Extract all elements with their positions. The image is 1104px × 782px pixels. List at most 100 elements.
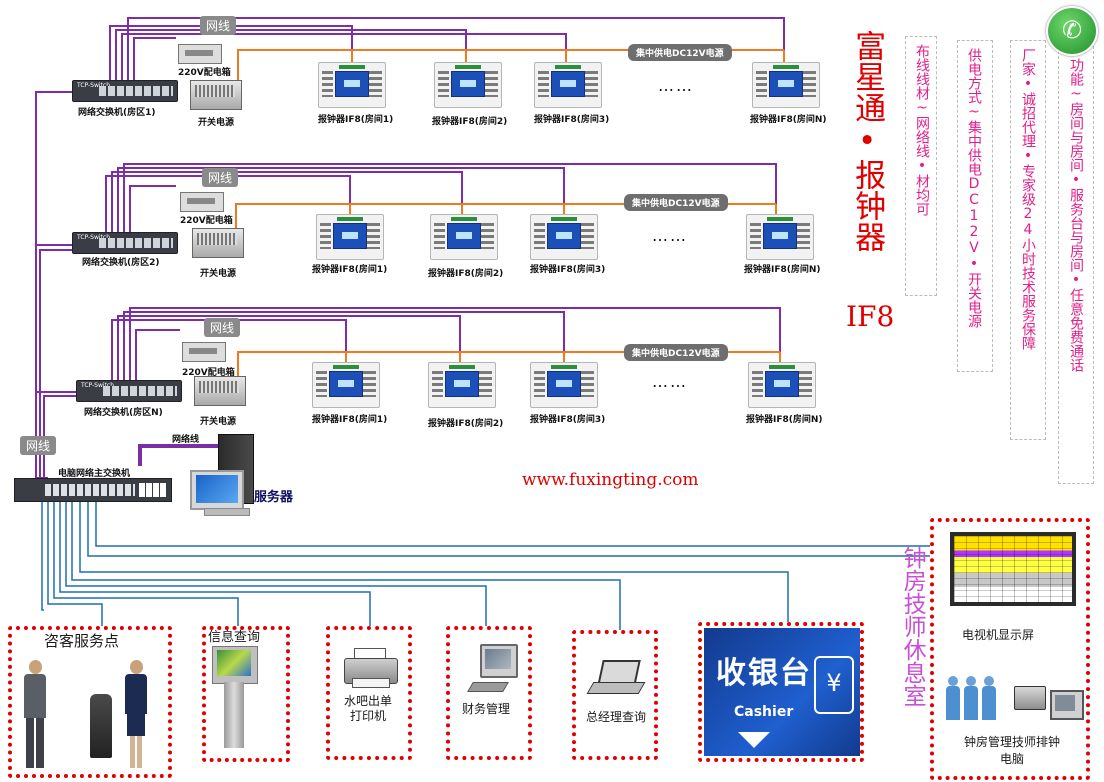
zone-3-device-3-label: 报钟器IF8(房间3) [530, 415, 606, 425]
zone-2-device-1-label: 报钟器IF8(房间1) [312, 265, 388, 275]
zone-1-dc-label: 集中供电DC12V电源 [628, 44, 732, 61]
zone-1-device-n [752, 62, 820, 108]
main-switch [14, 478, 172, 502]
zone-3-device-1-label: 报钟器IF8(房间1) [312, 415, 388, 425]
scheduler-monitor-icon [1050, 690, 1084, 720]
zone-1-device-1 [318, 62, 386, 108]
zone-2-device-n-label: 报钟器IF8(房间N) [744, 265, 821, 275]
panel-wiring [905, 36, 937, 296]
receptionist-figure [122, 660, 150, 772]
zone-1-device-1-label: 报钟器IF8(房间1) [318, 115, 394, 125]
website-url[interactable]: www.fuxingting.com [522, 470, 699, 490]
zone-2-psu-label: 开关电源 [200, 269, 237, 279]
businessman-figure [22, 660, 48, 772]
panel-vendor-text: 厂家•诚招代理•专家级24小时技术服务保障 [1020, 48, 1036, 350]
tv-screen [950, 532, 1076, 606]
cashier-arrow-icon [738, 732, 770, 748]
zone-3-device-n-label: 报钟器IF8(房间N) [746, 415, 823, 425]
panel-wiring-text: 布线线材~网络线•材均可 [914, 44, 930, 216]
manager-label: 总经理查询 [586, 710, 647, 724]
zone-2-device-2 [430, 214, 498, 260]
zone-1-device-n-label: 报钟器IF8(房间N) [750, 115, 827, 125]
zone-3-net-tag: 网线 [204, 318, 241, 337]
zone-2-device-n [746, 214, 814, 260]
finance-monitor-icon [480, 644, 518, 678]
zone-3-device-2 [428, 362, 496, 408]
product-model: IF8 [846, 300, 895, 333]
printer-box [326, 626, 412, 760]
info-kiosk [212, 646, 258, 752]
switch-small-text: TCP-Switch [77, 82, 110, 89]
finance-box [446, 626, 532, 760]
zone-3-psu [194, 376, 246, 406]
zone-3-dc-label: 集中供电DC12V电源 [624, 344, 728, 361]
zone-2-device-3 [530, 214, 598, 260]
zone-2-device-2-label: 报钟器IF8(房间2) [428, 269, 504, 279]
server-label: 服务器 [254, 490, 294, 505]
zone-1-ellipsis: …… [658, 76, 694, 95]
zone-1-net-tag: 网线 [200, 16, 237, 35]
main-net-tag: 网线 [20, 436, 57, 455]
kiosk-figure [90, 694, 112, 758]
panel-vendor [1010, 40, 1046, 440]
tv-label: 电视机显示屏 [962, 628, 1035, 642]
zone-1-device-2 [434, 62, 502, 108]
zone-3-switch-label: 网络交换机(房区N) [84, 408, 163, 418]
zone-2-psu [192, 228, 244, 258]
rest-room-label: 钟房技师休息室 [899, 546, 926, 707]
printer-label: 水吧出单打印机 [343, 694, 392, 723]
zone-2-dc-label: 集中供电DC12V电源 [624, 194, 728, 211]
zone-3-pdu-label: 220V配电箱 [182, 368, 235, 378]
zone-1-switch-label: 网络交换机(房区1) [78, 108, 156, 118]
scheduler-printer-icon [1014, 686, 1046, 710]
cashier-yen-icon: ¥ [814, 656, 854, 714]
zone-2-pdu-box [180, 192, 224, 212]
zone-3-switch: TCP-Switch [76, 380, 182, 402]
zone-2-net-tag: 网线 [202, 168, 239, 187]
info-box [202, 626, 290, 762]
phone-icon[interactable]: ✆ [1046, 6, 1098, 56]
zone-2-switch-label: 网络交换机(房区2) [82, 258, 160, 268]
zone-1-psu-label: 开关电源 [198, 118, 235, 128]
zone-3-device-3 [530, 362, 598, 408]
zone-3-device-1 [312, 362, 380, 408]
zone-1-pdu-box [178, 44, 222, 64]
printer-icon [344, 648, 398, 688]
finance-keyboard [467, 682, 509, 692]
finance-label: 财务管理 [462, 702, 511, 716]
zone-1-switch: TCP-Switch [72, 80, 178, 102]
main-switch-label: 电脑网络主交换机 [58, 469, 131, 479]
zone-2-pdu-label: 220V配电箱 [180, 216, 233, 226]
zone-2-device-3-label: 报钟器IF8(房间3) [530, 265, 606, 275]
zone-3-ellipsis: …… [652, 372, 688, 391]
manager-box [572, 630, 658, 760]
zone-2-switch: TCP-Switch [72, 232, 178, 254]
panel-function-text: 功能~房间与房间•服务台与房间•任意免费通话 [1068, 58, 1084, 372]
zone-2-ellipsis: …… [652, 226, 688, 245]
cashier-box [698, 622, 864, 762]
cashier-yen-symbol: ¥ [826, 669, 842, 697]
product-title: 富星通•报钟器 [849, 30, 886, 252]
cable-label: 网络线 [172, 435, 200, 445]
zone-1-device-3-label: 报钟器IF8(房间3) [534, 115, 610, 125]
zone-2-device-1 [316, 214, 384, 260]
technicians-figures [946, 676, 1000, 724]
consult-label: 咨客服务点 [44, 632, 120, 650]
rest-room-box [930, 518, 1090, 780]
consult-box [8, 626, 172, 778]
panel-power [957, 40, 993, 372]
info-label: 信息查询 [208, 630, 261, 645]
cashier-banner: 收银台 Cashier ¥ [704, 628, 860, 756]
zone-3-pdu-box [182, 342, 226, 362]
zone-1-psu [190, 80, 242, 110]
zone-1-device-3 [534, 62, 602, 108]
server-keyboard [204, 508, 250, 516]
zone-3-psu-label: 开关电源 [200, 417, 237, 427]
zone-1-pdu-label: 220V配电箱 [178, 68, 231, 78]
cashier-subtitle: Cashier [734, 704, 794, 720]
zone-3-device-2-label: 报钟器IF8(房间2) [428, 419, 504, 429]
scheduler-label: 钟房管理技师排钟电脑 [963, 735, 1060, 766]
panel-power-text: 供电方式~集中供电DC12V•开关电源 [966, 48, 982, 328]
cashier-title: 收银台 [716, 656, 812, 691]
zone-3-device-n [748, 362, 816, 408]
